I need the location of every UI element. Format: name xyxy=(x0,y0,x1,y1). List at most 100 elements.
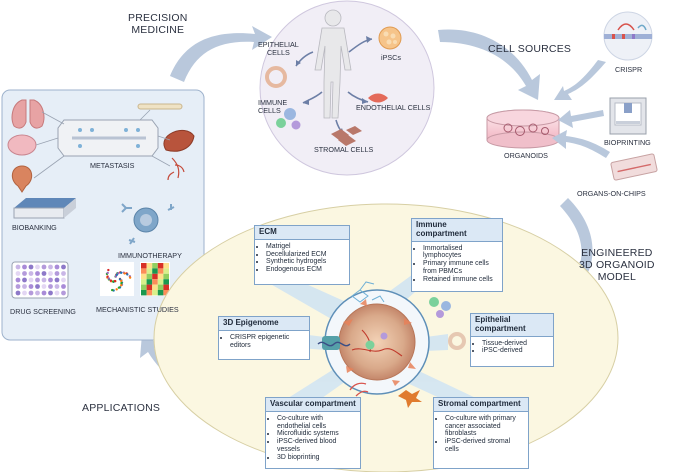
brain-icon xyxy=(7,134,37,156)
vascular-item: Co-culture with endothelial cells xyxy=(277,415,357,431)
arrow-precision-to-patient xyxy=(170,26,272,82)
epithelial-ring-small-icon xyxy=(448,332,466,350)
scatter-dot xyxy=(106,271,109,275)
plate-well xyxy=(61,271,66,276)
scatter-dot xyxy=(126,273,129,276)
heatmap-cell xyxy=(152,279,158,285)
scatter-dot xyxy=(120,279,123,283)
biobanking-plate-icon xyxy=(13,198,76,219)
stromal-small-icon xyxy=(398,390,422,408)
label-drug-screening: DRUG SCREENING xyxy=(10,307,76,316)
scatter-dot xyxy=(119,284,123,287)
scatter-dot xyxy=(123,272,126,275)
organ-on-chip-icon xyxy=(610,153,658,181)
arrow-crispr-to-dish xyxy=(554,60,606,100)
scatter-dot xyxy=(120,281,123,285)
label-biobanking: BIOBANKING xyxy=(12,223,57,232)
bioprinter-icon xyxy=(609,97,647,135)
ipsc-icon xyxy=(378,26,402,50)
label-endothelial-cells: ENDOTHELIAL CELLS xyxy=(356,103,431,112)
plate-well xyxy=(35,284,40,289)
applications-panel xyxy=(1,89,205,341)
heading-engineered-model: ENGINEERED 3D ORGANOID MODEL xyxy=(579,247,655,283)
heatmap-cell xyxy=(163,268,169,274)
plate-well xyxy=(41,284,47,289)
vascular-box: Vascular compartment Co-culture with end… xyxy=(265,397,361,469)
heatmap-cell xyxy=(157,263,164,269)
heading-precision-medicine: PRECISION MEDICINE xyxy=(128,12,188,36)
plate-well xyxy=(61,264,66,270)
heatmap-cell xyxy=(146,263,153,269)
ecm-item: Endogenous ECM xyxy=(266,266,346,274)
stromal-box: Stromal compartment Co-culture with prim… xyxy=(433,397,529,469)
scatter-dot xyxy=(111,288,114,292)
epigenome-list: CRISPR epigenetic editors xyxy=(219,334,309,353)
heatmap-cell xyxy=(163,290,169,296)
heading-applications: APPLICATIONS xyxy=(82,402,161,414)
ecm-item: Synthetic hydrogels xyxy=(266,258,346,266)
plate-well xyxy=(28,271,34,276)
immune-line2: CELLS xyxy=(258,106,281,116)
scatter-dot xyxy=(113,279,117,283)
heatmap-cell xyxy=(152,268,158,274)
plate-well xyxy=(35,271,40,276)
label-stromal-cells: STROMAL CELLS xyxy=(314,145,374,154)
drug-screening-plate-icon xyxy=(11,261,69,299)
plate-well xyxy=(35,277,40,283)
plate-well xyxy=(41,277,47,283)
plate-well xyxy=(48,264,53,270)
vascular-title: Vascular compartment xyxy=(266,398,360,412)
plate-well xyxy=(15,271,21,276)
arrow-bioprint-to-dish xyxy=(558,110,604,128)
scatter-dot xyxy=(115,288,118,291)
ecm-item: Matrigel xyxy=(266,243,346,251)
vascular-item: 3D bioprinting xyxy=(277,454,357,462)
heatmap-cell xyxy=(163,284,169,290)
epithelial-box: Epithelial compartment Tissue-derived iP… xyxy=(470,313,554,367)
heatmap-cell xyxy=(163,279,169,285)
heatmap-cell xyxy=(141,268,147,274)
epithelial-line2: CELLS xyxy=(266,48,290,58)
vascular-item: iPSC-derived blood vessels xyxy=(277,438,357,454)
heatmap-cell xyxy=(146,279,153,285)
plate-well xyxy=(41,271,47,276)
heatmap-cell xyxy=(146,284,153,290)
arrow-patient-to-sources xyxy=(438,29,540,100)
vascular-item: Microfluidic systems xyxy=(277,430,357,438)
mechanistic-plots-icon xyxy=(100,262,170,296)
heatmap-cell xyxy=(163,263,169,269)
plate-well xyxy=(61,290,66,296)
plate-well xyxy=(41,264,47,270)
immune-title: Immune compartment xyxy=(412,219,502,242)
plate-well xyxy=(54,271,60,276)
immune-cluster-icon xyxy=(429,297,451,318)
immune-item: Retained immune cells xyxy=(423,276,499,284)
endothelial-cell-icon xyxy=(368,93,388,103)
plate-well xyxy=(28,284,34,289)
bone-icon xyxy=(137,103,183,110)
plate-well xyxy=(28,277,34,283)
ecm-item: Decellularized ECM xyxy=(266,251,346,259)
heatmap-cell xyxy=(146,273,153,280)
precision-line2: MEDICINE xyxy=(131,24,185,37)
heading-cell-sources: CELL SOURCES xyxy=(488,43,572,55)
heatmap-cell xyxy=(141,263,147,269)
epithelial-item: Tissue-derived xyxy=(482,340,550,348)
heatmap-cell xyxy=(157,284,164,290)
plate-well xyxy=(48,271,53,276)
scatter-dot xyxy=(119,271,123,274)
immune-line1: IMMUNE xyxy=(258,98,288,107)
scatter-dot xyxy=(111,280,115,283)
epithelial-ring-icon xyxy=(265,66,287,88)
plate-well xyxy=(15,290,21,296)
epigenome-box: 3D Epigenome CRISPR epigenetic editors xyxy=(218,316,310,360)
ecm-title: ECM xyxy=(255,226,349,240)
epigenome-title: 3D Epigenome xyxy=(219,317,309,331)
heatmap-cell xyxy=(157,290,164,296)
bladder-icon xyxy=(11,165,33,193)
immune-list: Immortalised lymphocytes Primary immune … xyxy=(412,245,502,287)
vascular-list: Co-culture with endothelial cells Microf… xyxy=(266,415,360,465)
plate-well xyxy=(22,271,27,276)
stromal-list: Co-culture with primary cancer associate… xyxy=(434,415,528,457)
immune-item: Immortalised lymphocytes xyxy=(423,245,499,261)
